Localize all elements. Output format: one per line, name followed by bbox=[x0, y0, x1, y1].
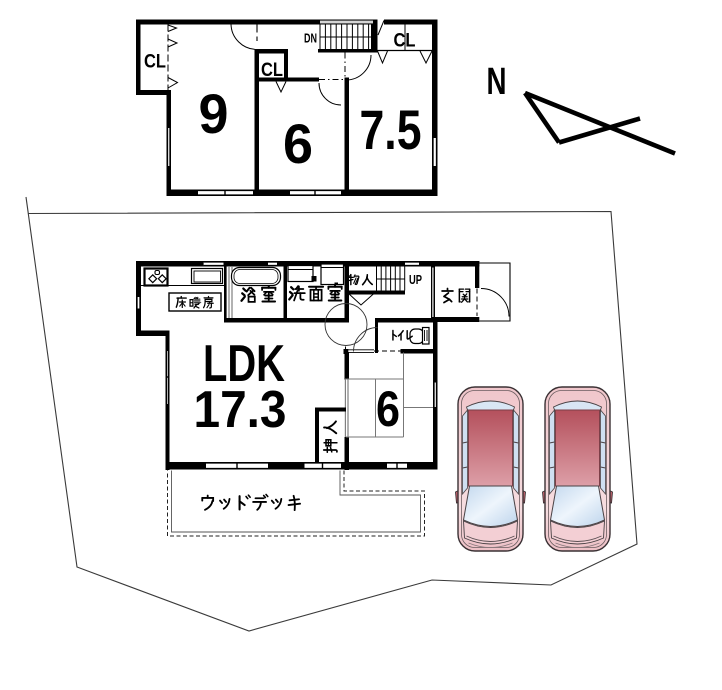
svg-text:DN: DN bbox=[304, 32, 317, 46]
svg-text:9: 9 bbox=[199, 82, 229, 145]
svg-text:CL: CL bbox=[261, 59, 283, 81]
svg-text:UP: UP bbox=[409, 273, 422, 287]
svg-text:CL: CL bbox=[144, 51, 166, 73]
svg-text:6: 6 bbox=[283, 112, 313, 175]
svg-text:7.5: 7.5 bbox=[360, 98, 422, 161]
svg-text:LDK: LDK bbox=[203, 335, 285, 393]
svg-text:N: N bbox=[487, 61, 507, 103]
svg-text:17.3: 17.3 bbox=[194, 381, 287, 439]
svg-text:6: 6 bbox=[376, 381, 400, 437]
svg-text:CL: CL bbox=[394, 30, 416, 52]
